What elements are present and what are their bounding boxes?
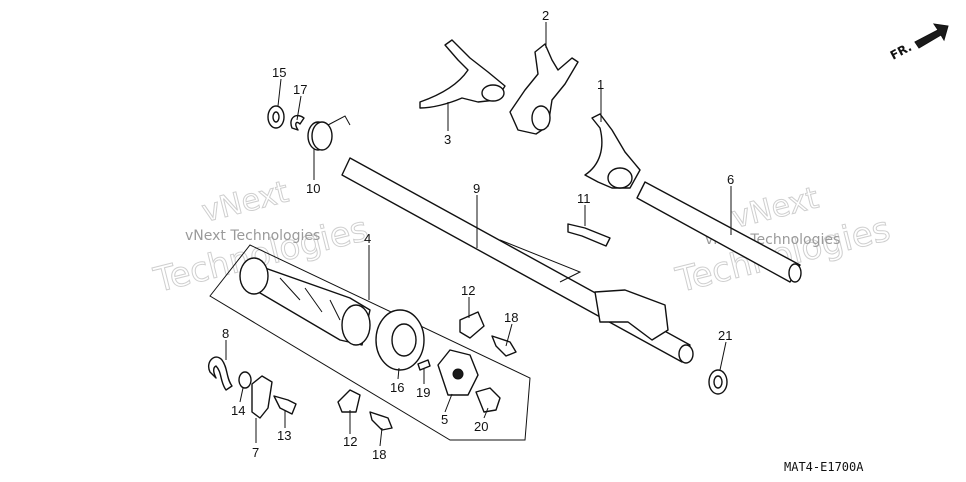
watermark-right: vNext Technologies vNext Technologies [671,180,895,301]
callout-16: 16 [390,380,404,395]
leader-lines [225,22,732,447]
callout-13: 13 [277,428,291,443]
callout-14: 14 [231,403,245,418]
shift-fork-shaft-6 [636,181,802,283]
callout-17: 17 [293,82,307,97]
stopper-arm-7 [251,375,273,419]
pin-19 [417,359,431,371]
callout-8: 8 [222,326,229,341]
circlip-17 [290,114,305,131]
shift-fork-2 [509,43,579,135]
callout-21: 21 [718,328,732,343]
spring-10 [307,115,351,151]
bolt-11 [567,223,611,247]
shift-fork-1 [584,113,641,189]
callout-20: 20 [474,419,488,434]
callout-12-upper: 12 [461,283,475,298]
callout-7: 7 [252,445,259,460]
svg-text:vNext: vNext [198,175,292,230]
drum-group-outline [209,244,531,441]
plate-12-lower [337,389,361,413]
callout-12-lower: 12 [343,434,357,449]
front-direction-marker: FR. [888,23,949,63]
plate-12-upper [459,311,485,339]
callout-6: 6 [727,172,734,187]
shift-drum-4 [239,257,371,346]
washer-15 [267,105,285,129]
diagram-code: MAT4-E1700A [784,460,864,474]
spring-8 [208,356,233,391]
bearing-16 [375,309,425,371]
callout-18-lower: 18 [372,447,386,462]
callout-3: 3 [444,132,451,147]
shift-fork-3 [419,39,506,109]
callout-10: 10 [306,181,320,196]
bolt-13 [273,395,297,415]
bolt-20 [475,387,501,413]
callout-11: 11 [577,191,591,206]
bolt-18-upper [491,335,517,357]
callout-19: 19 [416,385,430,400]
callout-2: 2 [542,8,549,23]
callout-18-upper: 18 [504,310,518,325]
washer-21 [708,369,728,395]
washer-14 [238,371,252,389]
shift-drum-center-5 [437,349,479,396]
callout-1: 1 [597,77,604,92]
callout-5: 5 [441,412,448,427]
front-label: FR. [888,40,914,63]
gearshift-spindle-9 [341,157,694,364]
bolt-18-lower [369,411,393,431]
watermark-text-left: vNext Technologies [185,228,320,244]
callout-15: 15 [272,65,286,80]
callout-numbers: 1 2 3 4 5 6 7 8 9 10 11 12 12 13 14 15 1… [222,8,734,462]
callout-4: 4 [364,231,371,246]
callout-9: 9 [473,181,480,196]
